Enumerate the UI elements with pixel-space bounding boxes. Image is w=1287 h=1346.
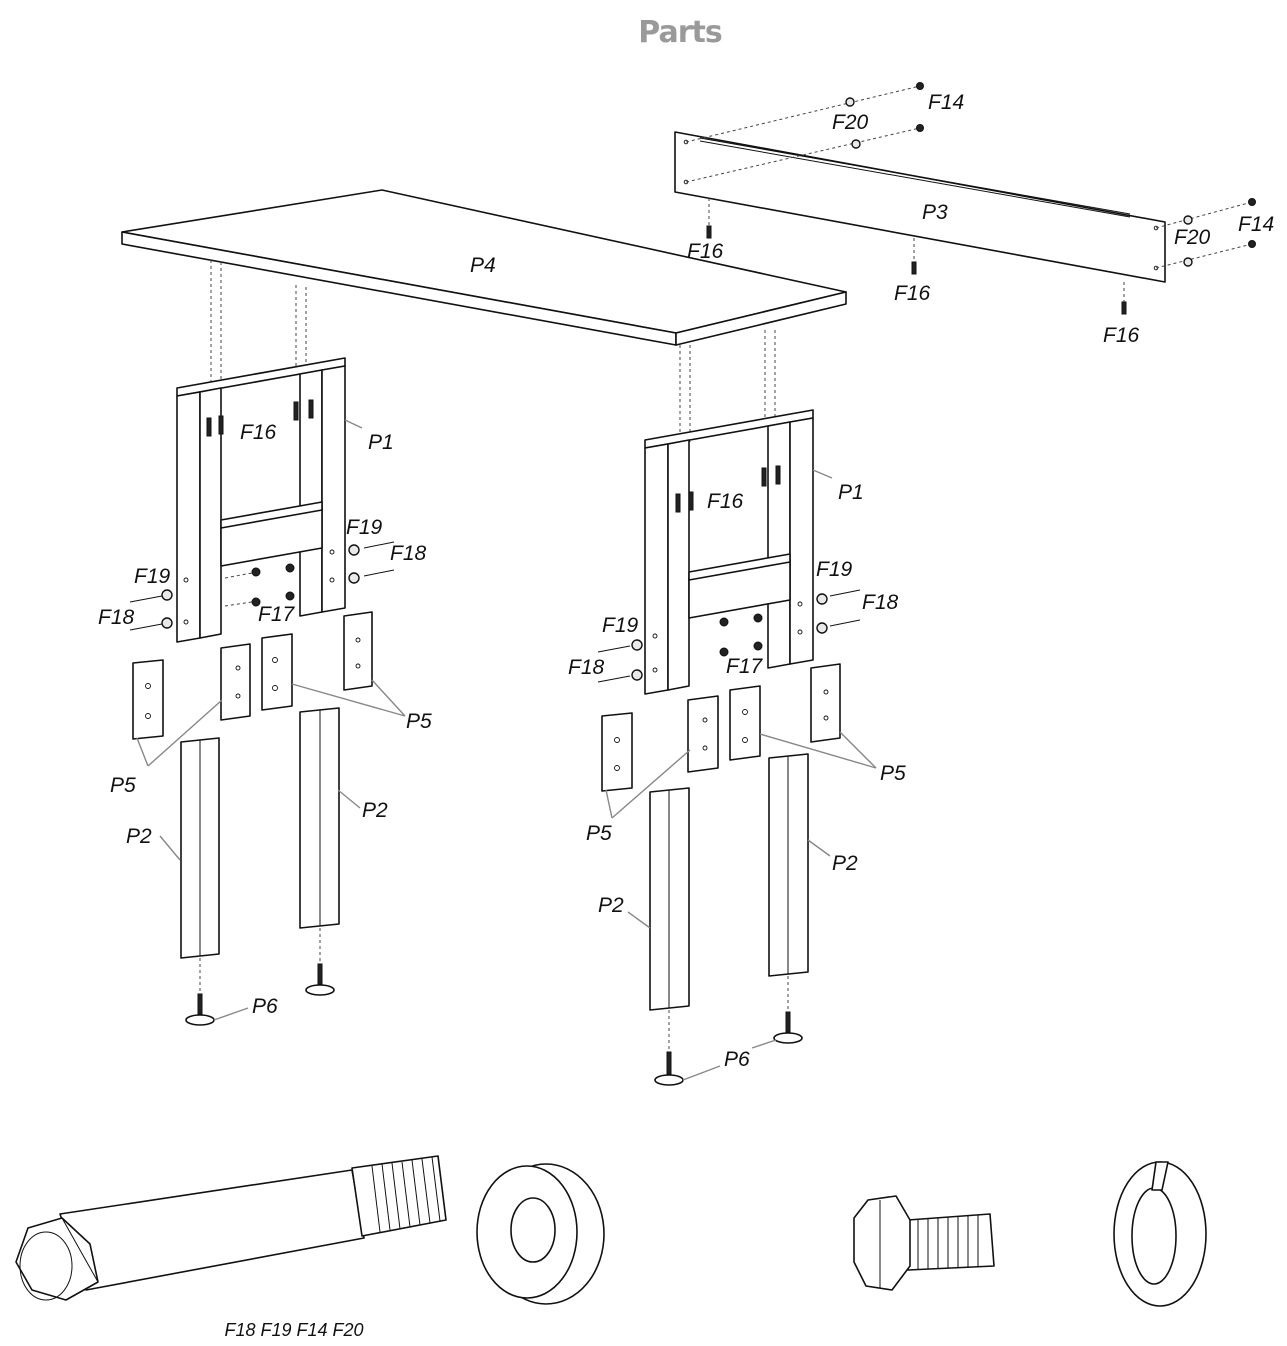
washer-f20 — [1183, 215, 1193, 225]
label-f18: F18 — [98, 606, 135, 629]
right-brackets-p5 — [601, 663, 877, 819]
back-panel-p3 — [674, 85, 1253, 310]
right-feet-p6 — [654, 976, 803, 1086]
label-p5: P5 — [110, 774, 136, 797]
bolt-f14 — [1248, 198, 1256, 206]
label-p2: P2 — [832, 852, 858, 875]
washer-f20 — [845, 97, 855, 107]
left-legs-p2 — [180, 707, 340, 959]
screw-f16 — [706, 225, 712, 239]
label-f20: F20 — [832, 111, 869, 134]
label-f19: F19 — [134, 565, 171, 588]
label-f20: F20 — [1174, 226, 1211, 249]
bolt-f14 — [916, 124, 924, 132]
bolt-f14 — [916, 82, 924, 90]
label-p6: P6 — [252, 995, 278, 1018]
washer-f20 — [851, 139, 861, 149]
label-f16: F16 — [687, 240, 724, 263]
label-p1: P1 — [838, 481, 864, 504]
washer-f20 — [1183, 257, 1193, 267]
label-f19: F19 — [816, 558, 853, 581]
screw-f16 — [1121, 301, 1127, 315]
page-title: Parts — [638, 15, 722, 50]
label-p5: P5 — [406, 710, 432, 733]
label-p4: P4 — [470, 254, 496, 277]
part-labels: F14 F20 P3 F20 F14 F16 F16 F16 P4 F16 P1… — [98, 91, 1274, 1071]
label-p2: P2 — [362, 799, 388, 822]
label-f16: F16 — [1103, 324, 1140, 347]
label-f18: F18 — [390, 542, 427, 565]
label-f18: F18 — [568, 656, 605, 679]
label-p5: P5 — [880, 762, 906, 785]
hex-bolt-short-icon — [853, 1195, 995, 1291]
left-leg-frame-p1 — [129, 357, 395, 643]
screw-f16 — [911, 261, 917, 275]
label-p1: P1 — [368, 431, 394, 454]
hardware-caption: F18 F19 F14 F20 — [224, 1320, 363, 1340]
left-feet-p6 — [185, 928, 335, 1026]
p3-fasteners — [706, 82, 1256, 315]
bolt-f14 — [1248, 240, 1256, 248]
label-p2: P2 — [126, 825, 152, 848]
label-p5: P5 — [586, 822, 612, 845]
label-f19: F19 — [602, 614, 639, 637]
label-f14: F14 — [1238, 213, 1274, 236]
right-leg-frame-p1 — [597, 409, 861, 695]
label-p6: P6 — [724, 1048, 750, 1071]
label-f19: F19 — [346, 516, 383, 539]
label-p3: P3 — [922, 201, 948, 224]
left-brackets-p5 — [132, 611, 406, 767]
label-f16: F16 — [707, 490, 744, 513]
label-f17: F17 — [726, 655, 764, 678]
flat-washer-icon — [476, 1163, 605, 1305]
hex-bolt-long-icon — [15, 1155, 447, 1301]
label-f16: F16 — [894, 282, 931, 305]
lock-washer-icon — [1113, 1161, 1207, 1307]
right-legs-p2 — [649, 753, 809, 1011]
worktop-p4 — [121, 189, 847, 442]
label-f16: F16 — [240, 421, 277, 444]
leader-lines — [159, 419, 833, 929]
label-f18: F18 — [862, 591, 899, 614]
label-f14: F14 — [928, 91, 964, 114]
label-f17: F17 — [258, 603, 296, 626]
label-p2: P2 — [598, 894, 624, 917]
